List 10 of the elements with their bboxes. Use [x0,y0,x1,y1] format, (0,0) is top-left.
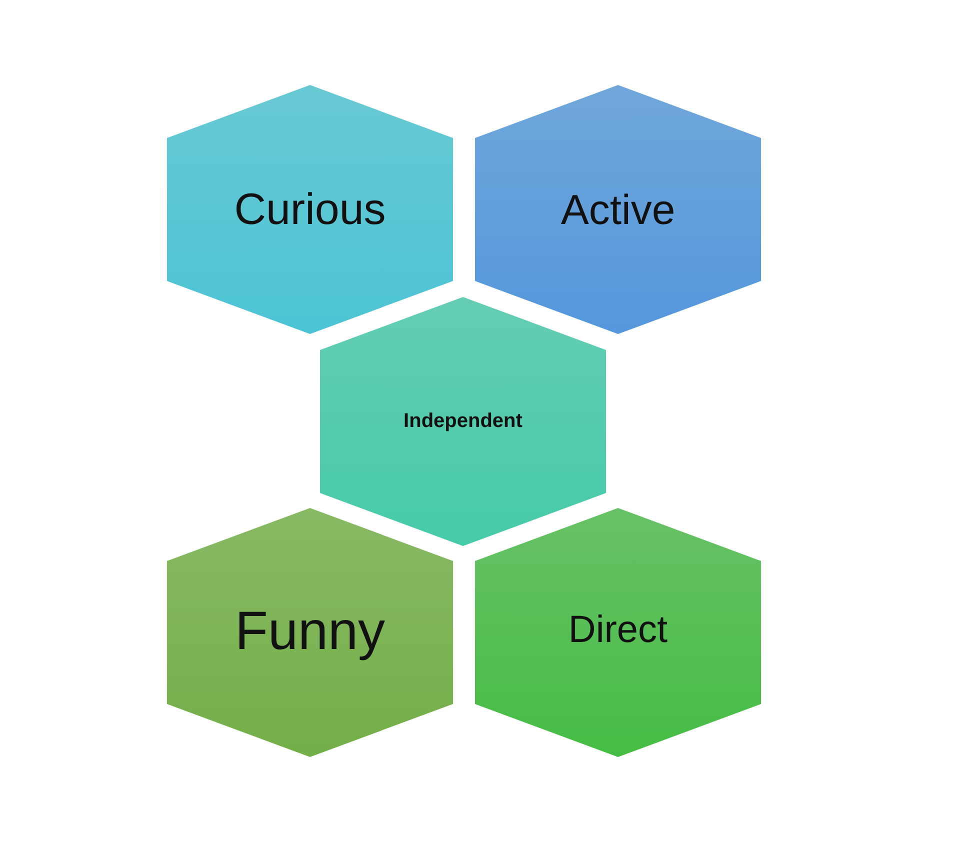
hexagon-label: Curious [234,184,386,234]
hexagon-label: Direct [568,609,668,652]
hexagon [320,297,606,546]
hexagon-label: Active [560,186,676,234]
hexagon [167,85,453,334]
hexagon-label: Funny [234,600,386,662]
hexagon [475,85,761,334]
hexagon-label: Independent [404,410,522,433]
hexagon [475,508,761,757]
hexagon [167,508,453,757]
